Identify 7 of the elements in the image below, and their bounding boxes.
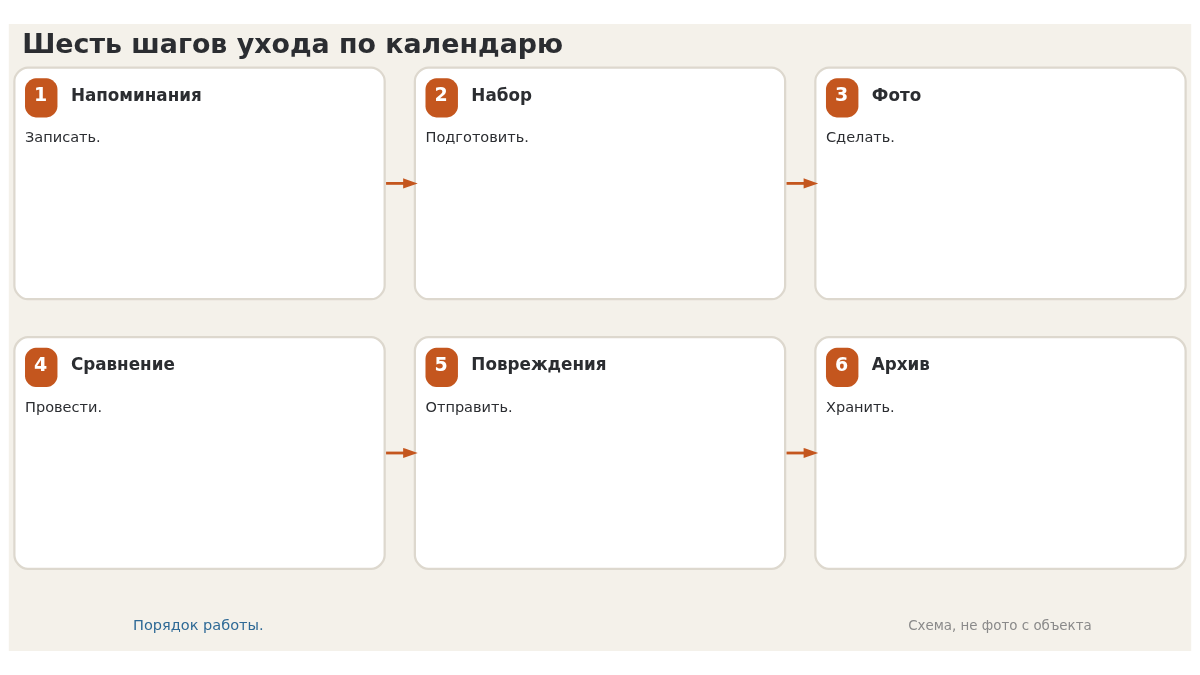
label: Порядок работы. bbox=[132, 617, 264, 634]
arrow bbox=[786, 178, 819, 189]
arrow bbox=[386, 178, 418, 189]
label: Схема, не фото с объекта bbox=[908, 617, 1092, 633]
arrow bbox=[386, 447, 418, 459]
arrow bbox=[786, 447, 819, 459]
diagram-title: Шесть шагов ухода по календарю bbox=[22, 28, 564, 60]
